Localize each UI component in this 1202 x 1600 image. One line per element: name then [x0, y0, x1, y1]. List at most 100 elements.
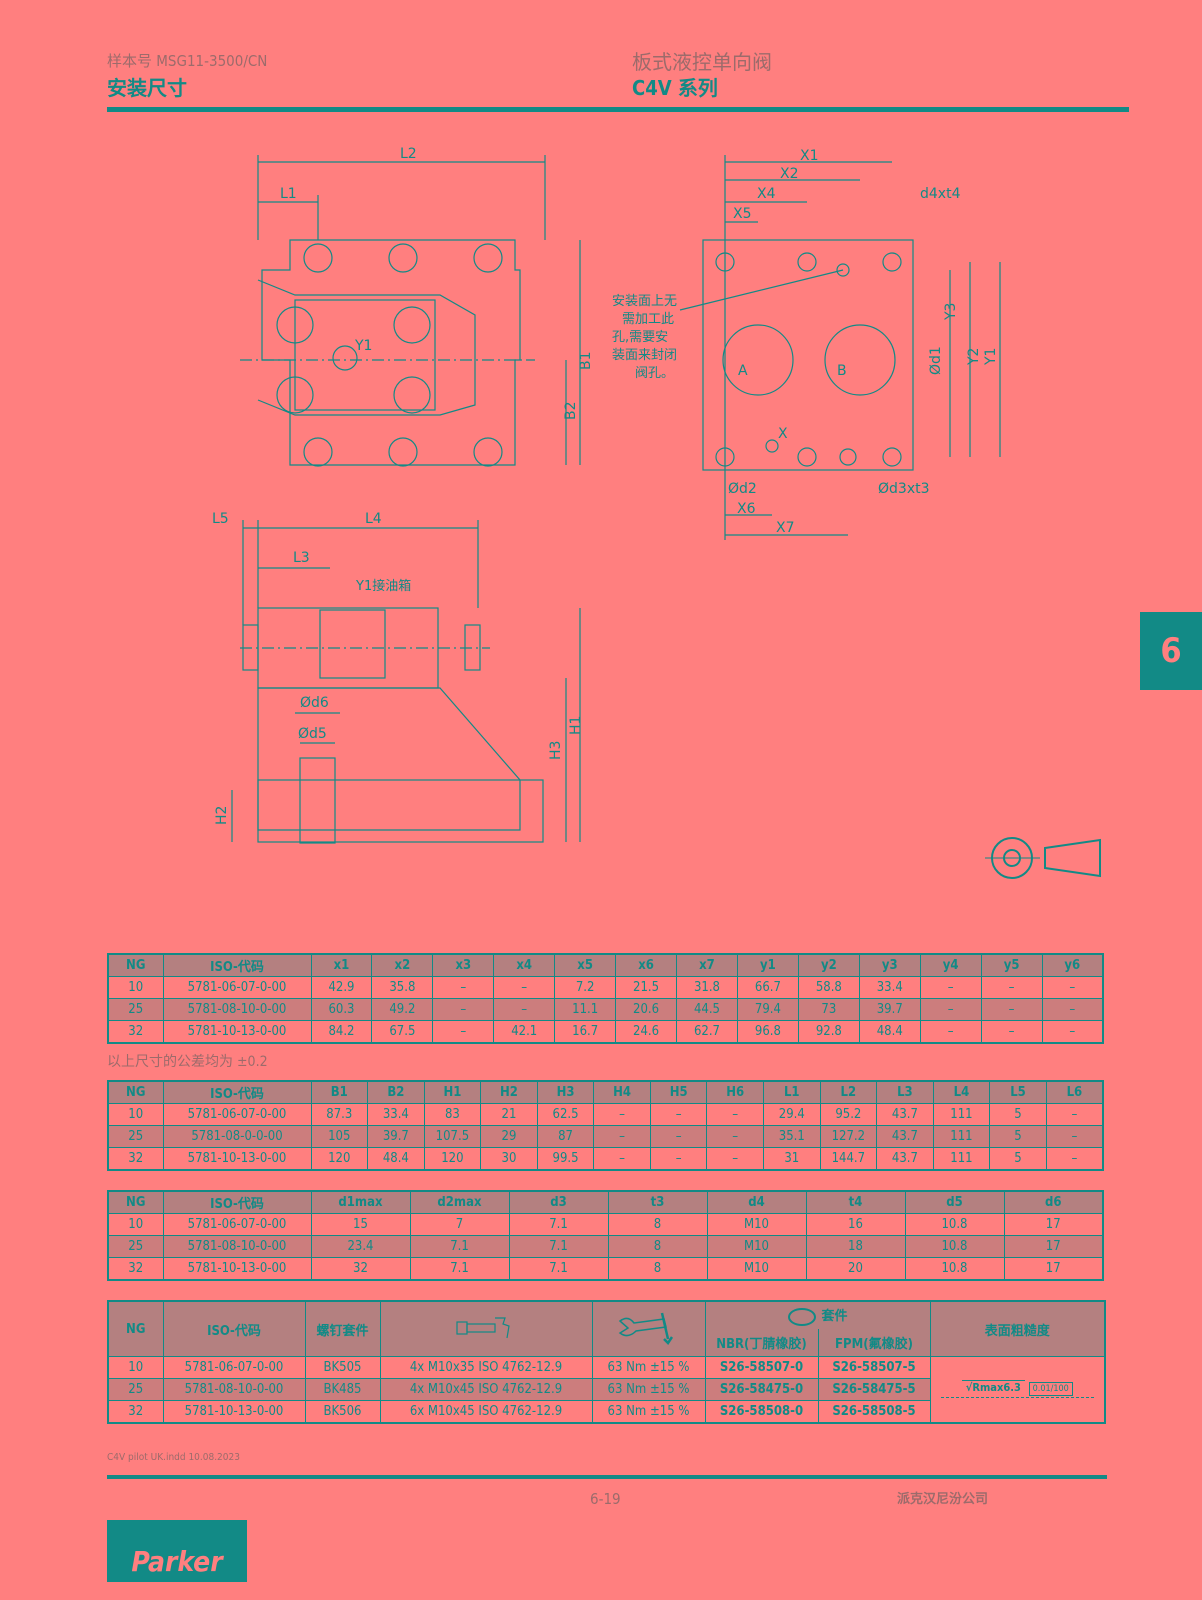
table-cell: 105 [310, 1125, 369, 1148]
table-cell: S26-58508-5 [817, 1400, 931, 1424]
table-cell: 7.1 [409, 1235, 510, 1258]
table-cell: 18 [805, 1235, 906, 1258]
table-cell: 15 [310, 1213, 411, 1236]
table-cell: – [919, 1020, 982, 1044]
table-cell: – [593, 1103, 651, 1126]
wrench-torque-icon [591, 1300, 706, 1357]
table-cell: 5781-10-13-0-00 [162, 1147, 312, 1171]
table-cell: 32 [107, 1020, 164, 1044]
col-header: L5 [989, 1080, 1047, 1104]
table-cell: – [493, 976, 556, 999]
table-cell: 48.4 [858, 1020, 921, 1044]
col-header: x2 [371, 953, 434, 977]
table-cell: – [593, 1147, 651, 1171]
table-cell: S26-58507-0 [704, 1356, 819, 1379]
table-cell: – [649, 1147, 708, 1171]
col-header: NBR(丁腈橡胶) [704, 1329, 819, 1358]
col-header: ISO-代码 [162, 1190, 312, 1214]
table-cell: 7.1 [508, 1257, 609, 1281]
col-header: y6 [1041, 953, 1104, 977]
dim-label: Ød5 [298, 726, 327, 742]
table-cell: – [1041, 998, 1104, 1021]
seal-kit-header: 套件 [704, 1300, 931, 1330]
table-cell: 8 [607, 1235, 708, 1258]
table-cell: 107.5 [423, 1125, 482, 1148]
seal-kit-label: 套件 [821, 1309, 848, 1325]
note-line: 阀孔。 [635, 366, 674, 381]
file-info: C4V pilot UK.indd 10.08.2023 [107, 1452, 240, 1463]
col-header: FPM(氟橡胶) [817, 1329, 931, 1358]
table-cell: S26-58508-0 [704, 1400, 819, 1424]
col-header: d5 [904, 1190, 1005, 1214]
table-cell: 120 [423, 1147, 482, 1171]
col-header: d4 [706, 1190, 807, 1214]
flatness-value: 0.01/100 [1028, 1381, 1073, 1396]
table-cell: 43.7 [876, 1103, 934, 1126]
table-cell: 5781-06-07-0-00 [162, 1356, 306, 1379]
col-header: x3 [432, 953, 495, 977]
catalog-number: 样本号 MSG11-3500/CN [107, 52, 268, 70]
col-header: y1 [736, 953, 799, 977]
col-header: 表面粗糙度 [929, 1300, 1106, 1357]
dim-label: B [837, 363, 847, 379]
table-cell: 10 [107, 1103, 164, 1126]
table-cell: 66.7 [736, 976, 799, 999]
dim-label: Y3 [943, 303, 959, 321]
table-cell: 10.8 [904, 1257, 1005, 1281]
dimension-drawings: L2 L1 B1 B2 Y1 X1 X2 X4 X5 d4xt4 Y3 Y2 Y… [212, 146, 1101, 879]
table-cell: 120 [310, 1147, 369, 1171]
table-cell: 17 [1003, 1213, 1104, 1236]
col-header: d3 [508, 1190, 609, 1214]
table-cell: S26-58475-0 [704, 1378, 819, 1401]
product-title: 板式液控单向阀 [632, 50, 772, 74]
table-cell: 25 [107, 1378, 164, 1401]
chapter-tab: 6 [1140, 612, 1202, 690]
dim-label: Y1 [354, 338, 372, 354]
dim-label: X4 [757, 186, 776, 202]
table-cell: BK505 [304, 1356, 381, 1379]
dim-label: Y1接油箱 [355, 578, 411, 594]
dim-label: B2 [563, 401, 579, 420]
table-cell: 83 [423, 1103, 482, 1126]
table-cell: 63 Nm ±15 % [591, 1378, 706, 1401]
dim-label: A [738, 363, 748, 379]
projection-symbol-icon [985, 837, 1101, 879]
col-header: y4 [919, 953, 982, 977]
tolerance-note: 以上尺寸的公差均为 ±0.2 [107, 1054, 268, 1070]
table-cell: 99.5 [536, 1147, 595, 1171]
col-header: d6 [1003, 1190, 1104, 1214]
table-cell: 49.2 [371, 998, 434, 1021]
company-name: 派克汉尼汾公司 [897, 1492, 989, 1507]
table-cell: – [980, 998, 1043, 1021]
table-cell: 10 [107, 1213, 164, 1236]
table-cell: 21 [480, 1103, 538, 1126]
col-header: x5 [554, 953, 617, 977]
col-header: ISO-代码 [162, 953, 312, 977]
col-header: L1 [763, 1080, 821, 1104]
col-header: d2max [409, 1190, 510, 1214]
col-header: L3 [876, 1080, 934, 1104]
table-cell: 5781-06-07-0-00 [162, 1103, 312, 1126]
table-cell: 16 [805, 1213, 906, 1236]
dim-label: X1 [800, 148, 819, 164]
table-cell: M10 [706, 1213, 807, 1236]
table-cell: 84.2 [310, 1020, 373, 1044]
col-header: L2 [819, 1080, 878, 1104]
table-cell: BK506 [304, 1400, 381, 1424]
table-cell: BK485 [304, 1378, 381, 1401]
table-cell: 5781-10-13-0-00 [162, 1400, 306, 1424]
table-cell: 4x M10x35 ISO 4762-12.9 [379, 1356, 593, 1379]
table-cell: 67.5 [371, 1020, 434, 1044]
table-cell: – [980, 1020, 1043, 1044]
table-cell: – [706, 1147, 764, 1171]
table-cell: 32 [107, 1257, 164, 1281]
table-cell: 5781-10-13-0-00 [162, 1020, 312, 1044]
table-cell: 25 [107, 998, 164, 1021]
col-header: B1 [310, 1080, 369, 1104]
